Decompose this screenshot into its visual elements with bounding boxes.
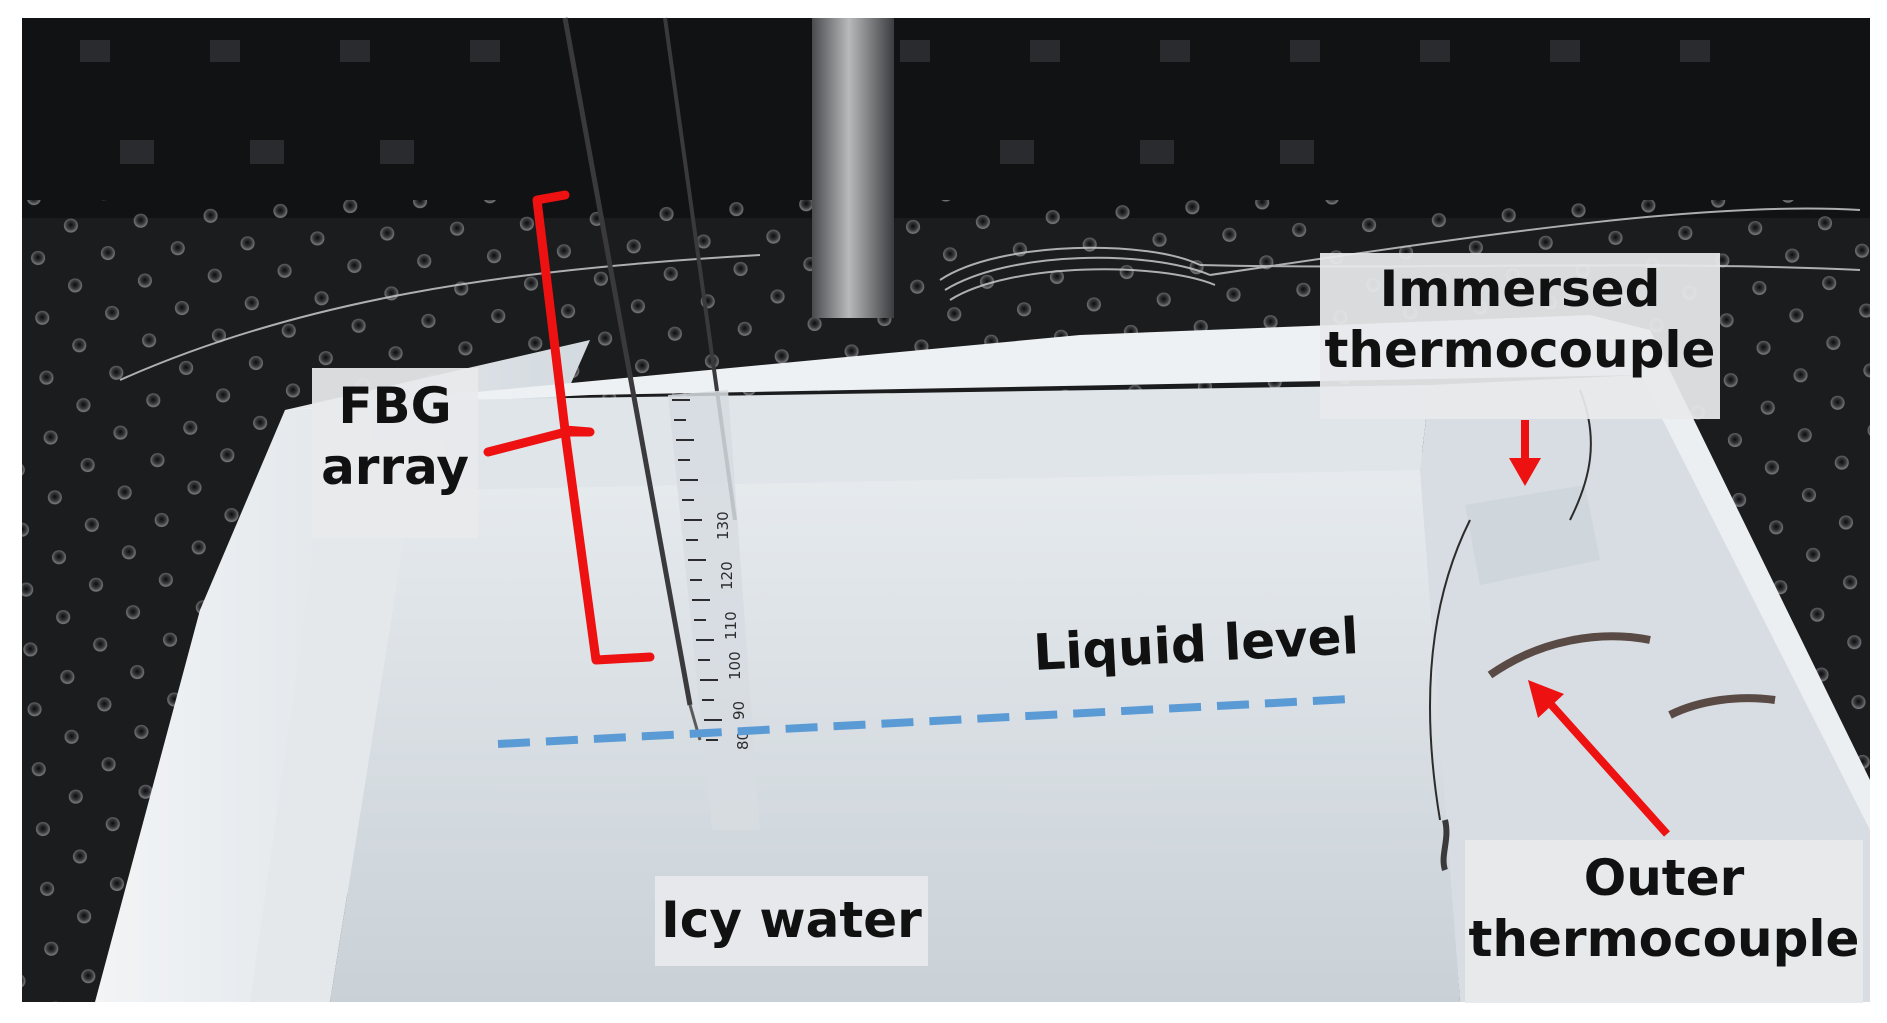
fbg-label-line2: array xyxy=(321,438,469,496)
icy-water-label: Icy water xyxy=(655,876,928,966)
ruler: 130 120 110 100 90 80 xyxy=(668,390,760,830)
ruler-tick-label: 130 xyxy=(714,511,732,540)
outer-label-line1: Outer xyxy=(1583,849,1745,907)
outer-thermocouple-arrow xyxy=(1528,680,1670,837)
ruler-tick-label: 120 xyxy=(718,561,736,590)
immersed-thermocouple-arrow xyxy=(1509,420,1541,486)
thermocouple-tape xyxy=(1429,389,1776,871)
ruler-tick-label: 90 xyxy=(730,701,748,720)
immersed-thermocouple-label: Immersed thermocouple xyxy=(1320,253,1720,419)
fiber-coil xyxy=(119,207,1861,381)
outer-thermocouple-label: Outer thermocouple xyxy=(1465,840,1863,1003)
metal-rod xyxy=(812,18,894,318)
ruler-tick-label: 80 xyxy=(734,731,752,750)
outer-label-line2: thermocouple xyxy=(1468,910,1860,968)
icy-water-text: Icy water xyxy=(661,891,922,949)
immersed-label-line2: thermocouple xyxy=(1324,321,1716,379)
fbg-array-label: FBG array xyxy=(312,368,478,538)
ruler-tick-label: 100 xyxy=(726,651,744,680)
immersed-label-line1: Immersed xyxy=(1379,260,1661,318)
fbg-label-line1: FBG xyxy=(338,377,452,435)
fbg-bracket xyxy=(483,190,655,665)
ruler-tick-label: 110 xyxy=(722,611,740,640)
